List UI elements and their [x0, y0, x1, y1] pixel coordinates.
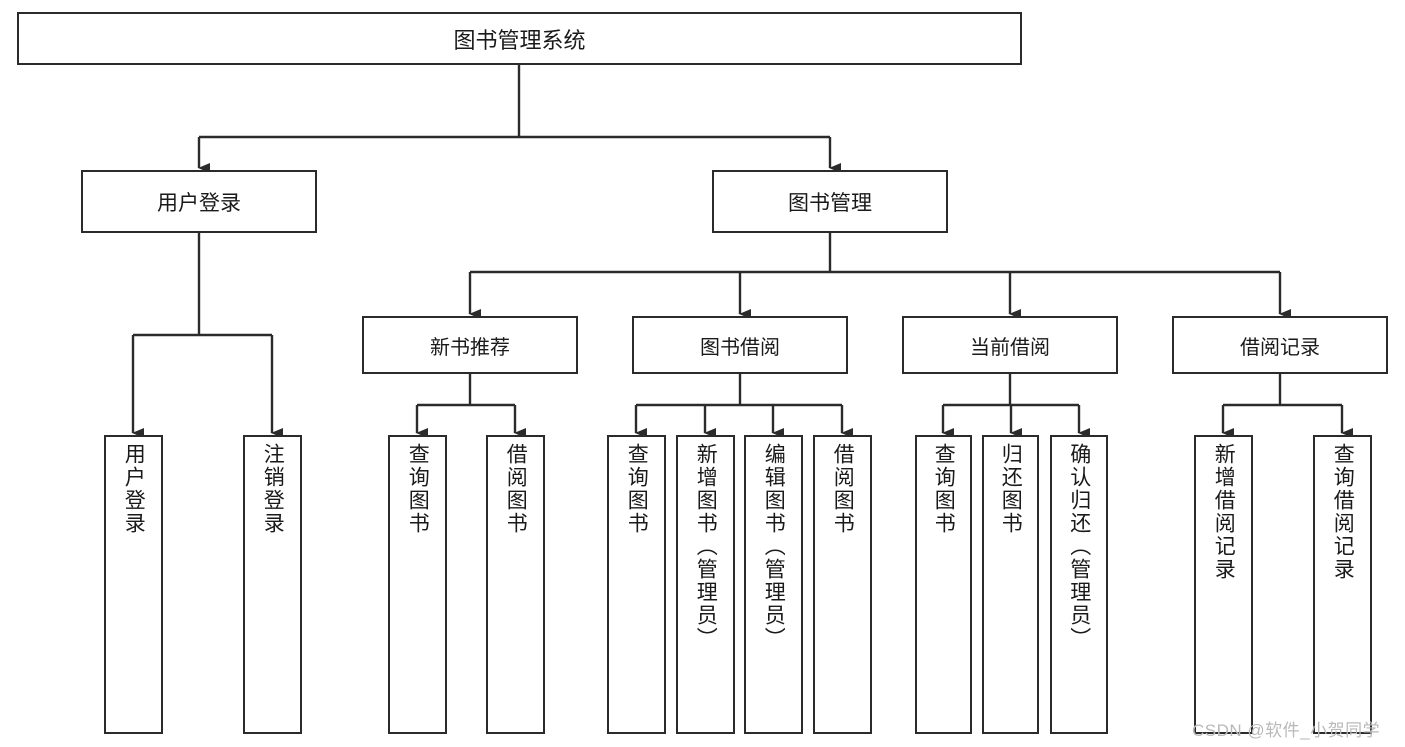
node-leaf-current-return-book[interactable]: 归还图书	[982, 435, 1039, 734]
node-book-manage-label: 图书管理	[788, 191, 872, 215]
node-borrow-record-label: 借阅记录	[1240, 336, 1320, 359]
node-leaf-current-query-book[interactable]: 查询图书	[915, 435, 972, 734]
node-leaf-borrow-edit-book-label: 编辑图书（管理员）	[762, 443, 786, 650]
node-user-login-label: 用户登录	[157, 191, 241, 215]
node-leaf-user-login[interactable]: 用户登录	[104, 435, 163, 734]
node-leaf-record-query-label: 查询借阅记录	[1331, 443, 1355, 581]
node-current-borrow[interactable]: 当前借阅	[902, 316, 1118, 374]
node-leaf-current-confirm-return[interactable]: 确认归还（管理员）	[1050, 435, 1108, 734]
node-current-borrow-label: 当前借阅	[970, 336, 1050, 359]
node-leaf-rec-query-book-label: 查询图书	[406, 443, 430, 535]
node-leaf-record-add-label: 新增借阅记录	[1212, 443, 1236, 581]
node-leaf-borrow-borrow-book-label: 借阅图书	[831, 443, 855, 535]
node-leaf-user-login-label: 用户登录	[122, 443, 146, 535]
node-new-book-rec[interactable]: 新书推荐	[362, 316, 578, 374]
node-root-label: 图书管理系统	[453, 27, 586, 53]
node-leaf-borrow-edit-book[interactable]: 编辑图书（管理员）	[744, 435, 803, 734]
node-book-manage[interactable]: 图书管理	[712, 170, 948, 233]
node-leaf-rec-borrow-book[interactable]: 借阅图书	[486, 435, 545, 734]
node-new-book-rec-label: 新书推荐	[430, 336, 510, 359]
node-leaf-borrow-borrow-book[interactable]: 借阅图书	[813, 435, 872, 734]
node-leaf-user-logout-label: 注销登录	[261, 443, 285, 535]
node-book-borrow[interactable]: 图书借阅	[632, 316, 848, 374]
node-borrow-record[interactable]: 借阅记录	[1172, 316, 1388, 374]
node-leaf-rec-borrow-book-label: 借阅图书	[504, 443, 528, 535]
node-root[interactable]: 图书管理系统	[17, 12, 1022, 65]
node-leaf-current-query-book-label: 查询图书	[932, 443, 956, 535]
node-book-borrow-label: 图书借阅	[700, 336, 780, 359]
node-leaf-borrow-query-book[interactable]: 查询图书	[607, 435, 666, 734]
node-leaf-current-return-book-label: 归还图书	[999, 443, 1023, 535]
node-leaf-record-query[interactable]: 查询借阅记录	[1313, 435, 1372, 734]
node-leaf-rec-query-book[interactable]: 查询图书	[388, 435, 447, 734]
csdn-watermark: CSDN @软件_小贺同学	[1192, 721, 1381, 740]
node-leaf-record-add[interactable]: 新增借阅记录	[1194, 435, 1253, 734]
node-user-login[interactable]: 用户登录	[81, 170, 317, 233]
node-leaf-current-confirm-return-label: 确认归还（管理员）	[1067, 443, 1091, 650]
node-leaf-borrow-add-book[interactable]: 新增图书（管理员）	[676, 435, 735, 734]
node-leaf-borrow-add-book-label: 新增图书（管理员）	[694, 443, 718, 650]
node-leaf-borrow-query-book-label: 查询图书	[625, 443, 649, 535]
node-leaf-user-logout[interactable]: 注销登录	[243, 435, 302, 734]
